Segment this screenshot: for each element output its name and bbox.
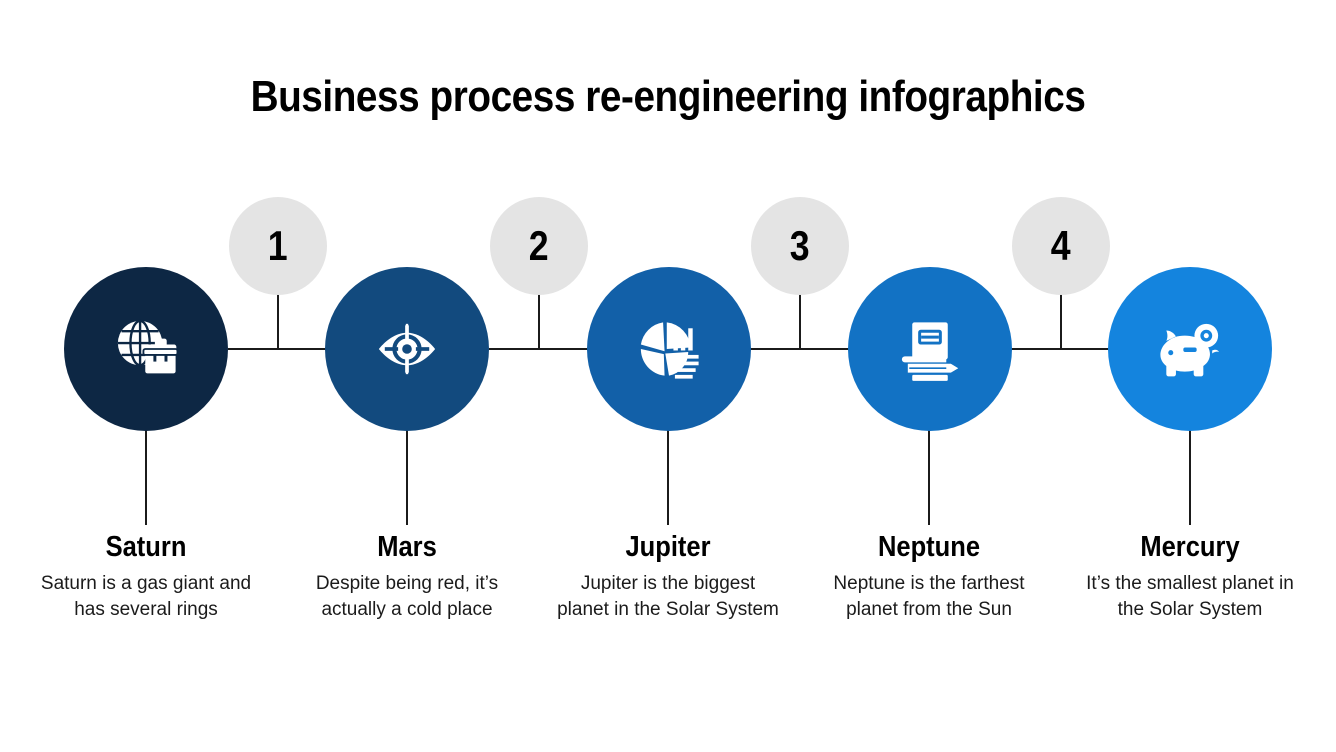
- step-description: It’s the smallest planet in the Solar Sy…: [1086, 573, 1294, 621]
- document-pen-icon: [901, 322, 959, 381]
- pie-bar-chart-icon: [640, 322, 699, 379]
- step-text-neptune: Neptune Neptune is the farthest planet f…: [814, 533, 1044, 623]
- step-icon-circle-mercury[interactable]: [1108, 267, 1272, 431]
- label-stem-5: [1189, 430, 1191, 525]
- step-icon-circle-jupiter[interactable]: [587, 267, 751, 431]
- step-icon-circle-mars[interactable]: [325, 267, 489, 431]
- step-description: Despite being red, it’s actually a cold …: [315, 573, 499, 621]
- step-number-badge-4[interactable]: 4: [1012, 197, 1110, 295]
- connector-line-1: [228, 348, 328, 350]
- step-heading: Saturn: [105, 531, 187, 563]
- badge-stem-4: [1060, 288, 1062, 349]
- step-icon-circle-saturn[interactable]: [64, 267, 228, 431]
- step-heading: Mercury: [1140, 531, 1240, 563]
- label-stem-3: [667, 430, 669, 525]
- step-heading: Jupiter: [625, 531, 711, 563]
- label-stem-1: [145, 430, 147, 525]
- step-number-badge-3[interactable]: 3: [751, 197, 849, 295]
- connector-line-3: [750, 348, 849, 350]
- step-heading: Mars: [377, 531, 437, 563]
- step-description: Neptune is the farthest planet from the …: [833, 573, 1025, 621]
- connector-line-4: [1011, 348, 1109, 350]
- badge-stem-1: [277, 288, 279, 349]
- label-stem-4: [928, 430, 930, 525]
- page-title: Business process re-engineering infograp…: [250, 72, 1086, 121]
- eye-target-icon: [378, 323, 436, 375]
- connector-line-2: [489, 348, 588, 350]
- step-number-label: 3: [790, 222, 810, 269]
- step-icon-circle-neptune[interactable]: [848, 267, 1012, 431]
- step-number-badge-2[interactable]: 2: [490, 197, 588, 295]
- step-number-label: 2: [529, 222, 549, 269]
- badge-stem-3: [799, 288, 801, 349]
- step-heading: Neptune: [877, 531, 981, 563]
- step-text-mercury: Mercury It’s the smallest planet in the …: [1075, 533, 1305, 623]
- piggy-bank-coin-icon: [1160, 323, 1219, 377]
- step-number-badge-1[interactable]: 1: [229, 197, 327, 295]
- step-text-mars: Mars Despite being red, it’s actually a …: [292, 533, 522, 623]
- label-stem-2: [406, 430, 408, 525]
- step-number-label: 4: [1051, 222, 1071, 269]
- step-text-saturn: Saturn Saturn is a gas giant and has sev…: [31, 533, 261, 623]
- globe-briefcase-icon: [117, 319, 179, 374]
- step-number-label: 1: [268, 222, 288, 269]
- badge-stem-2: [538, 288, 540, 349]
- step-text-jupiter: Jupiter Jupiter is the biggest planet in…: [553, 533, 783, 623]
- step-description: Saturn is a gas giant and has several ri…: [40, 573, 252, 621]
- step-description: Jupiter is the biggest planet in the Sol…: [557, 573, 779, 621]
